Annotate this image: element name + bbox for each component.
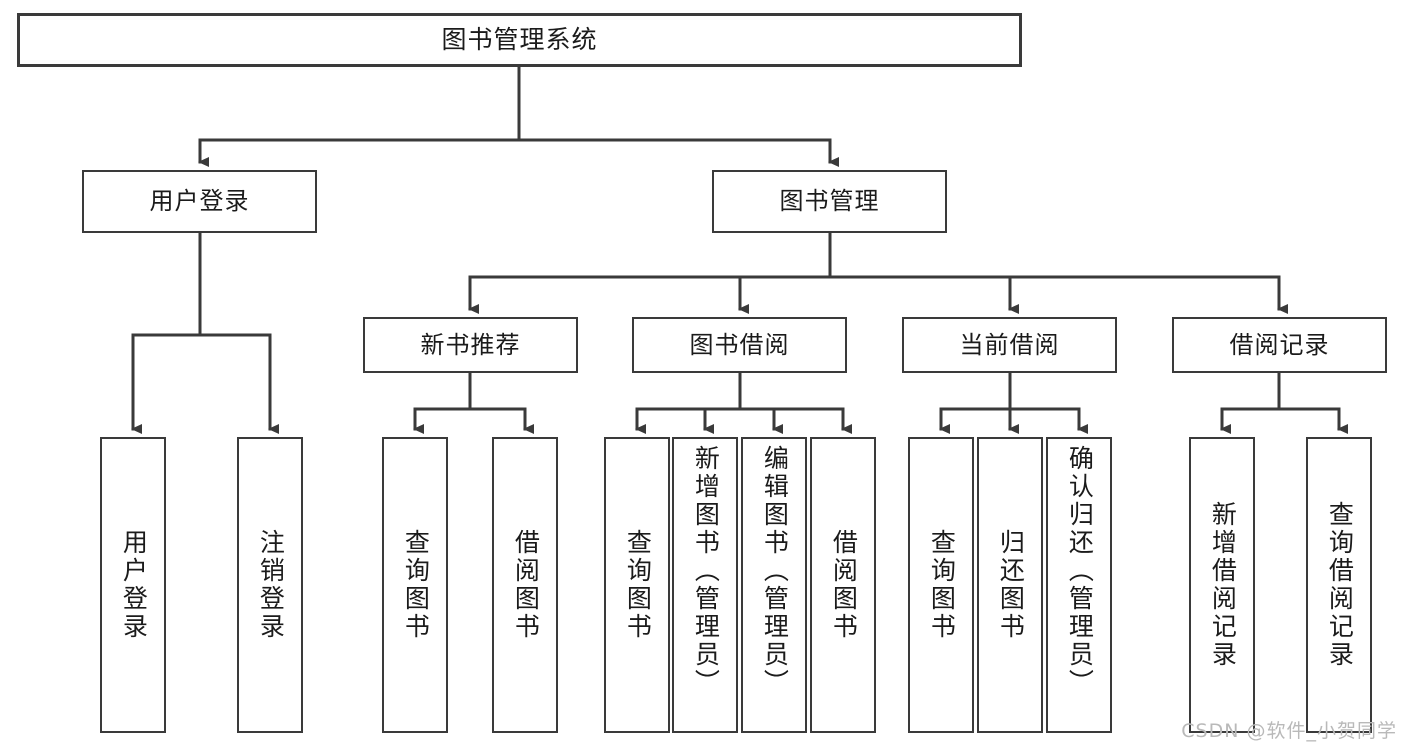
node-leaf-confirm-return-admin[interactable]: 确认归还（管理员）	[1046, 437, 1112, 733]
node-leaf-query-book-borrow[interactable]: 查询图书	[604, 437, 670, 733]
node-book-borrow[interactable]: 图书借阅	[632, 317, 847, 373]
node-label: 借阅图书	[511, 529, 541, 641]
node-label: 用户登录	[149, 187, 250, 216]
node-root[interactable]: 图书管理系统	[17, 13, 1022, 67]
node-label: 借阅记录	[1229, 330, 1330, 359]
node-leaf-query-borrow-record[interactable]: 查询借阅记录	[1306, 437, 1372, 733]
node-leaf-query-book-current[interactable]: 查询图书	[908, 437, 974, 733]
node-label: 确认归还（管理员）	[1065, 445, 1095, 697]
node-label: 用户登录	[119, 529, 149, 641]
node-label: 查询图书	[927, 529, 957, 641]
node-leaf-return-book[interactable]: 归还图书	[977, 437, 1043, 733]
node-label: 图书借阅	[689, 330, 790, 359]
node-leaf-edit-book-admin[interactable]: 编辑图书（管理员）	[741, 437, 807, 733]
node-label: 新书推荐	[420, 330, 521, 359]
node-leaf-borrow-book[interactable]: 借阅图书	[810, 437, 876, 733]
node-label: 借阅图书	[829, 529, 859, 641]
node-label: 图书管理	[779, 187, 880, 216]
node-label: 注销登录	[256, 529, 286, 641]
node-label: 归还图书	[996, 529, 1026, 641]
node-label: 查询借阅记录	[1325, 501, 1355, 669]
node-leaf-logout[interactable]: 注销登录	[237, 437, 303, 733]
node-label: 新增借阅记录	[1208, 501, 1238, 669]
node-leaf-user-login[interactable]: 用户登录	[100, 437, 166, 733]
node-new-book-recommend[interactable]: 新书推荐	[363, 317, 578, 373]
node-label: 图书管理系统	[441, 25, 598, 55]
node-label: 当前借阅	[959, 330, 1060, 359]
node-leaf-query-book-rec[interactable]: 查询图书	[382, 437, 448, 733]
node-leaf-borrow-book-rec[interactable]: 借阅图书	[492, 437, 558, 733]
node-label: 编辑图书（管理员）	[760, 445, 790, 697]
node-label: 查询图书	[623, 529, 653, 641]
node-user-login[interactable]: 用户登录	[82, 170, 317, 233]
node-book-management[interactable]: 图书管理	[712, 170, 947, 233]
node-leaf-add-borrow-record[interactable]: 新增借阅记录	[1189, 437, 1255, 733]
node-borrow-record[interactable]: 借阅记录	[1172, 317, 1387, 373]
node-leaf-add-book-admin[interactable]: 新增图书（管理员）	[672, 437, 738, 733]
node-current-borrow[interactable]: 当前借阅	[902, 317, 1117, 373]
node-label: 查询图书	[401, 529, 431, 641]
node-label: 新增图书（管理员）	[691, 445, 721, 697]
watermark: CSDN @软件_小贺同学	[1181, 720, 1397, 742]
